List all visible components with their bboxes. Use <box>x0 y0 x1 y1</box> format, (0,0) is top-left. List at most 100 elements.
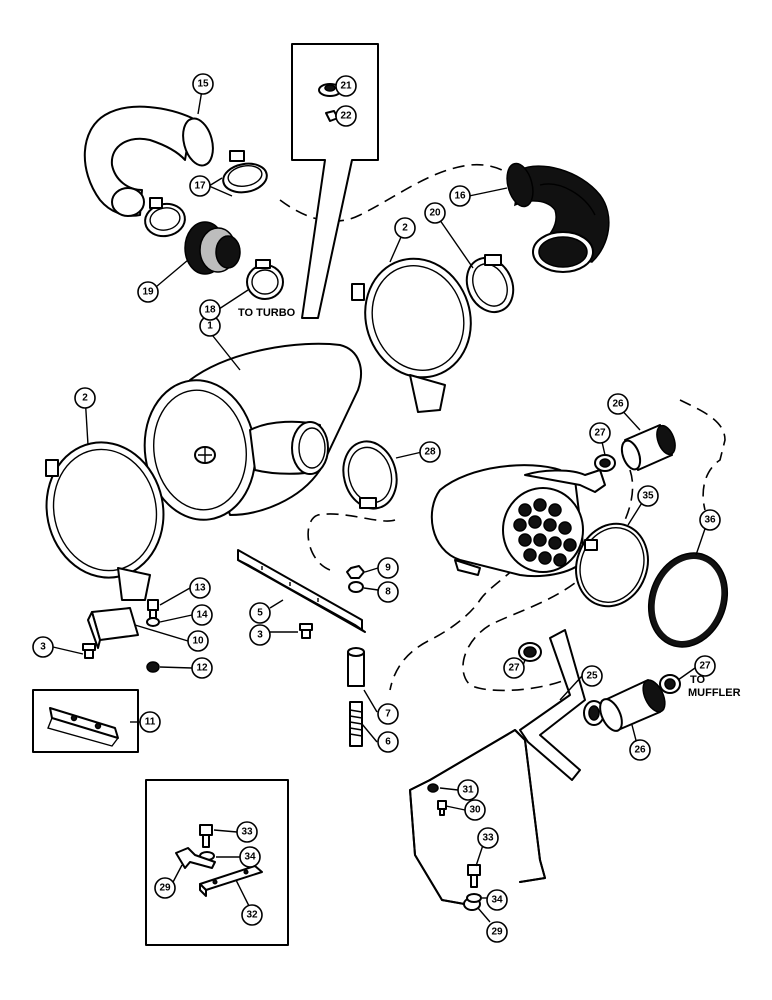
svg-text:28: 28 <box>424 447 436 458</box>
support-rod-frame <box>409 729 546 911</box>
svg-text:17: 17 <box>194 181 206 192</box>
svg-text:33: 33 <box>241 827 253 838</box>
callout-15: 15 <box>192 73 214 95</box>
callout-8: 8 <box>377 581 399 603</box>
clamp-muffler-27 <box>659 674 681 694</box>
inlet-band-clamp <box>342 440 398 510</box>
svg-text:20: 20 <box>429 208 441 219</box>
mounting-band-right <box>351 257 472 413</box>
callout-10: 10 <box>187 630 209 652</box>
callout-2-left: 2 <box>74 387 96 409</box>
clip-29-inset <box>175 847 216 869</box>
svg-text:1: 1 <box>207 321 213 332</box>
svg-text:30: 30 <box>469 805 481 816</box>
callout-25: 25 <box>581 665 603 687</box>
svg-text:35: 35 <box>642 491 654 502</box>
svg-text:25: 25 <box>586 671 598 682</box>
svg-text:12: 12 <box>196 663 208 674</box>
callout-19: 19 <box>137 281 159 303</box>
svg-text:15: 15 <box>197 79 209 90</box>
support-bracket-5 <box>237 549 366 633</box>
air-cleaner-body <box>143 342 362 521</box>
label-to-muffler-line2: MUFFLER <box>688 687 741 699</box>
callout-35: 35 <box>637 485 659 507</box>
tube-upper-26 <box>620 424 676 471</box>
nut-31 <box>427 783 439 793</box>
strap-32 <box>199 865 263 897</box>
callout-2-right: 2 <box>394 217 416 239</box>
svg-text:31: 31 <box>462 785 474 796</box>
svg-text:29: 29 <box>491 927 503 938</box>
svg-text:26: 26 <box>634 745 646 756</box>
hose-clamp-elbow <box>465 254 515 314</box>
svg-text:29: 29 <box>159 883 171 894</box>
precleaner-housing <box>430 464 606 578</box>
bolt-33-inset <box>199 824 213 848</box>
callout-14: 14 <box>191 604 213 626</box>
stud-6 <box>349 701 363 747</box>
elbow-hose <box>506 162 610 273</box>
svg-text:9: 9 <box>385 563 391 574</box>
callout-27-lower-left: 27 <box>503 657 525 679</box>
callout-6: 6 <box>377 731 399 753</box>
bolt-30 <box>437 800 447 816</box>
callout-17: 17 <box>189 175 211 197</box>
callout-31: 31 <box>457 779 479 801</box>
hose-clamp-lower <box>144 197 186 238</box>
callout-34-right: 34 <box>486 889 508 911</box>
svg-text:3: 3 <box>257 630 263 641</box>
callout-13: 13 <box>189 577 211 599</box>
callout-22: 22 <box>335 105 357 127</box>
bolt-3-center <box>299 623 313 639</box>
callout-3-center: 3 <box>249 624 271 646</box>
callout-3-left: 3 <box>32 636 54 658</box>
spacer-tube-7 <box>347 647 365 687</box>
svg-text:13: 13 <box>194 583 206 594</box>
washer-14 <box>146 617 160 627</box>
svg-text:27: 27 <box>508 663 520 674</box>
callout-16: 16 <box>449 185 471 207</box>
bolt-3-left <box>82 643 96 659</box>
bolt-13 <box>147 599 159 619</box>
svg-text:21: 21 <box>340 81 352 92</box>
svg-text:2: 2 <box>402 223 408 234</box>
bent-tube-25 <box>519 629 586 781</box>
svg-text:11: 11 <box>145 717 156 728</box>
svg-text:34: 34 <box>491 895 503 906</box>
svg-text:5: 5 <box>257 608 263 619</box>
u-tube-hose <box>83 105 214 217</box>
svg-text:6: 6 <box>385 737 391 748</box>
tube-lower-26 <box>599 679 666 732</box>
clamp-upper-27 <box>594 454 616 472</box>
callout-18: 18 <box>199 299 221 321</box>
callout-21: 21 <box>335 75 357 97</box>
callout-29-inset: 29 <box>154 877 176 899</box>
spacer-block-10 <box>87 607 139 649</box>
hose-clamp-upper <box>222 150 268 194</box>
nut-12 <box>146 661 160 673</box>
svg-text:26: 26 <box>612 399 624 410</box>
bolt-33-right <box>467 864 481 888</box>
callout-20: 20 <box>424 202 446 224</box>
svg-text:27: 27 <box>699 661 711 672</box>
svg-text:33: 33 <box>482 833 494 844</box>
svg-text:3: 3 <box>40 642 46 653</box>
gasket-ring-35 <box>575 522 649 608</box>
svg-text:34: 34 <box>244 852 256 863</box>
precleaner-tubes <box>513 498 577 567</box>
washer-34-right <box>466 893 482 903</box>
hose-clamp-turbo <box>246 259 284 300</box>
svg-text:36: 36 <box>704 515 716 526</box>
svg-text:16: 16 <box>454 191 466 202</box>
svg-text:27: 27 <box>594 428 606 439</box>
inset-box-clip <box>145 779 289 946</box>
svg-text:10: 10 <box>192 636 204 647</box>
label-to-turbo: TO TURBO <box>238 307 296 319</box>
callout-28: 28 <box>419 441 441 463</box>
inset-box-cap <box>291 43 379 319</box>
callout-27-lower-right: 27 <box>694 655 716 677</box>
callout-32: 32 <box>241 904 263 926</box>
rubber-coupler <box>184 221 241 275</box>
callout-30: 30 <box>464 799 486 821</box>
